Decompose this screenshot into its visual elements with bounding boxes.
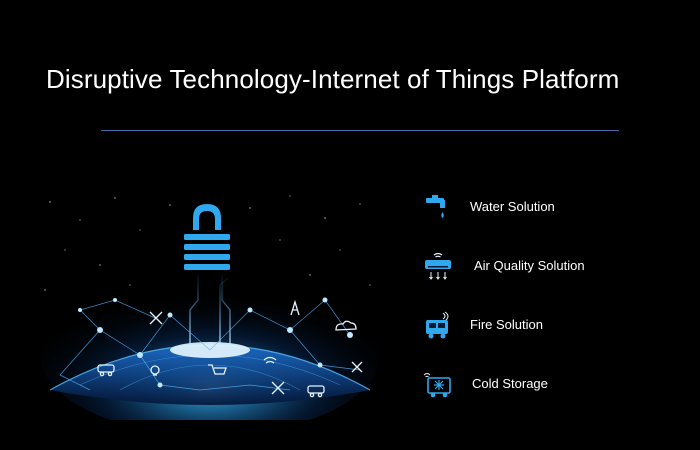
- cart-icon: [208, 364, 227, 375]
- list-item-label: Water Solution: [470, 199, 555, 214]
- bulb-icon: [150, 365, 160, 376]
- data-beams: [189, 270, 231, 345]
- drone-icon: [351, 361, 363, 373]
- drone-icon: [271, 381, 285, 395]
- cloud-icon: [335, 320, 357, 331]
- cold-storage-truck-icon: [423, 373, 451, 398]
- car-icon: [307, 385, 325, 398]
- list-item-air-quality-solution: Air Quality Solution: [420, 249, 690, 285]
- starfield: [44, 195, 371, 291]
- network-icon: [59, 299, 361, 391]
- iot-globe-illustration: [40, 195, 380, 420]
- tower-icon: [290, 299, 300, 316]
- wifi-icon: [263, 356, 277, 364]
- list-item-label: Air Quality Solution: [474, 258, 585, 273]
- fire-truck-icon: [426, 311, 449, 339]
- slide-title: Disruptive Technology-Internet of Things…: [46, 64, 620, 94]
- list-item-water-solution: Water Solution: [420, 190, 690, 226]
- lock-icon: [184, 204, 230, 270]
- list-item-label: Cold Storage: [472, 376, 548, 391]
- list-item-label: Fire Solution: [470, 317, 543, 332]
- drone-icon: [149, 311, 163, 325]
- air-conditioner-icon: [425, 252, 451, 280]
- list-item-fire-solution: Fire Solution: [420, 308, 690, 344]
- water-tap-icon: [426, 195, 445, 218]
- title-divider: [101, 130, 619, 131]
- solutions-list: Water Solution Air Quality Solution Fire…: [420, 190, 690, 410]
- car-icon: [97, 364, 115, 377]
- list-item-cold-storage: Cold Storage: [420, 367, 690, 403]
